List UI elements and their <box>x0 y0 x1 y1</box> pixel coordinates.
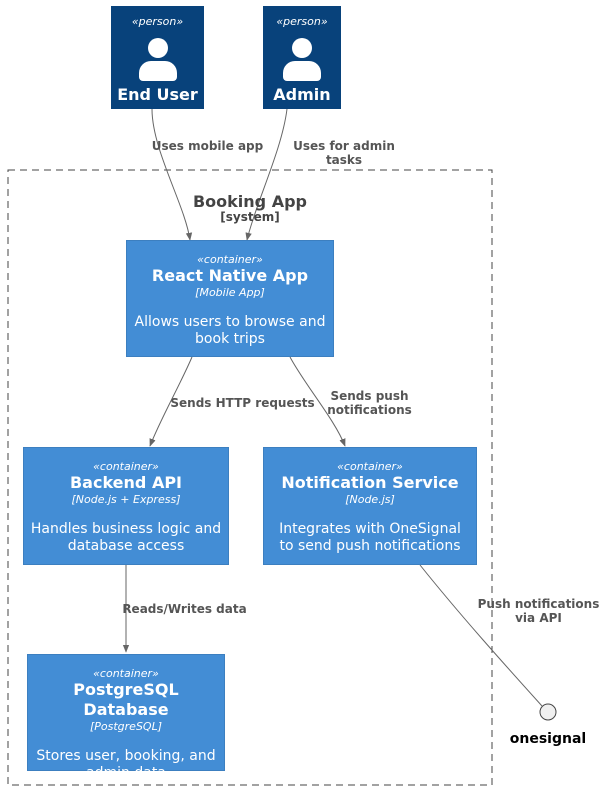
onesignal-interface-icon <box>539 703 557 721</box>
person-name: Admin <box>273 85 331 104</box>
person-head-icon <box>292 38 312 58</box>
edge-label-sends-push-notifications: Sends push notifications <box>327 389 412 417</box>
container-description: Allows users to browse and book trips <box>134 314 326 347</box>
stereotype-label: «container» <box>93 667 159 680</box>
boundary-subtitle: [system] <box>220 210 280 224</box>
container-description: Handles business logic and database acce… <box>30 521 222 554</box>
edge-label-sends-http-requests: Sends HTTP requests <box>170 396 315 410</box>
person-name: End User <box>117 85 198 104</box>
edge-notification-to-onesignal <box>419 564 543 707</box>
container-notification-service[interactable]: «container» Notification Service [Node.j… <box>263 447 477 565</box>
stereotype-label: «container» <box>337 460 403 473</box>
person-head-icon <box>147 38 168 58</box>
onesignal-label: onesignal <box>509 731 587 747</box>
container-technology: [Node.js] <box>345 493 395 506</box>
system-boundary <box>7 169 493 786</box>
person-admin[interactable]: «person» Admin <box>263 6 341 109</box>
container-technology: [Node.js + Express] <box>71 493 181 506</box>
container-description: Integrates with OneSignal to send push n… <box>279 521 461 554</box>
container-react-native-app[interactable]: «container» React Native App [Mobile App… <box>126 240 334 357</box>
edge-app-to-notification <box>289 356 346 447</box>
stereotype-label: «container» <box>93 460 159 473</box>
container-postgresql-database[interactable]: «container» PostgreSQL Database [Postgre… <box>27 654 225 781</box>
boundary-title: Booking App <box>192 192 307 211</box>
container-backend-api[interactable]: «container» Backend API [Node.js + Expre… <box>23 447 229 565</box>
stereotype-label: «person» <box>276 15 328 28</box>
edge-label-uses-for-admin-tasks: Uses for admin tasks <box>293 139 395 167</box>
container-technology: [PostgreSQL] <box>89 720 163 733</box>
stereotype-label: «person» <box>131 15 184 28</box>
person-body-icon <box>138 61 177 81</box>
edge-label-reads-writes-data: Reads/Writes data <box>122 602 247 616</box>
container-name: Notification Service <box>281 473 459 492</box>
edge-admin-to-app <box>245 108 288 241</box>
container-name: Backend API <box>69 473 182 492</box>
container-description: Stores user, booking, and admin data <box>36 748 216 781</box>
person-end-user[interactable]: «person» End User <box>111 6 204 109</box>
container-name: PostgreSQL Database <box>73 680 179 719</box>
edge-label-uses-mobile-app: Uses mobile app <box>151 139 264 153</box>
edge-enduser-to-app <box>151 108 193 241</box>
stereotype-label: «container» <box>197 253 263 266</box>
container-name: React Native App <box>151 266 309 285</box>
person-body-icon <box>283 61 321 81</box>
container-technology: [Mobile App] <box>195 286 265 299</box>
edge-app-to-backend <box>149 356 193 447</box>
edge-label-push-notifications-via-api: Push notifications via API <box>477 597 600 625</box>
